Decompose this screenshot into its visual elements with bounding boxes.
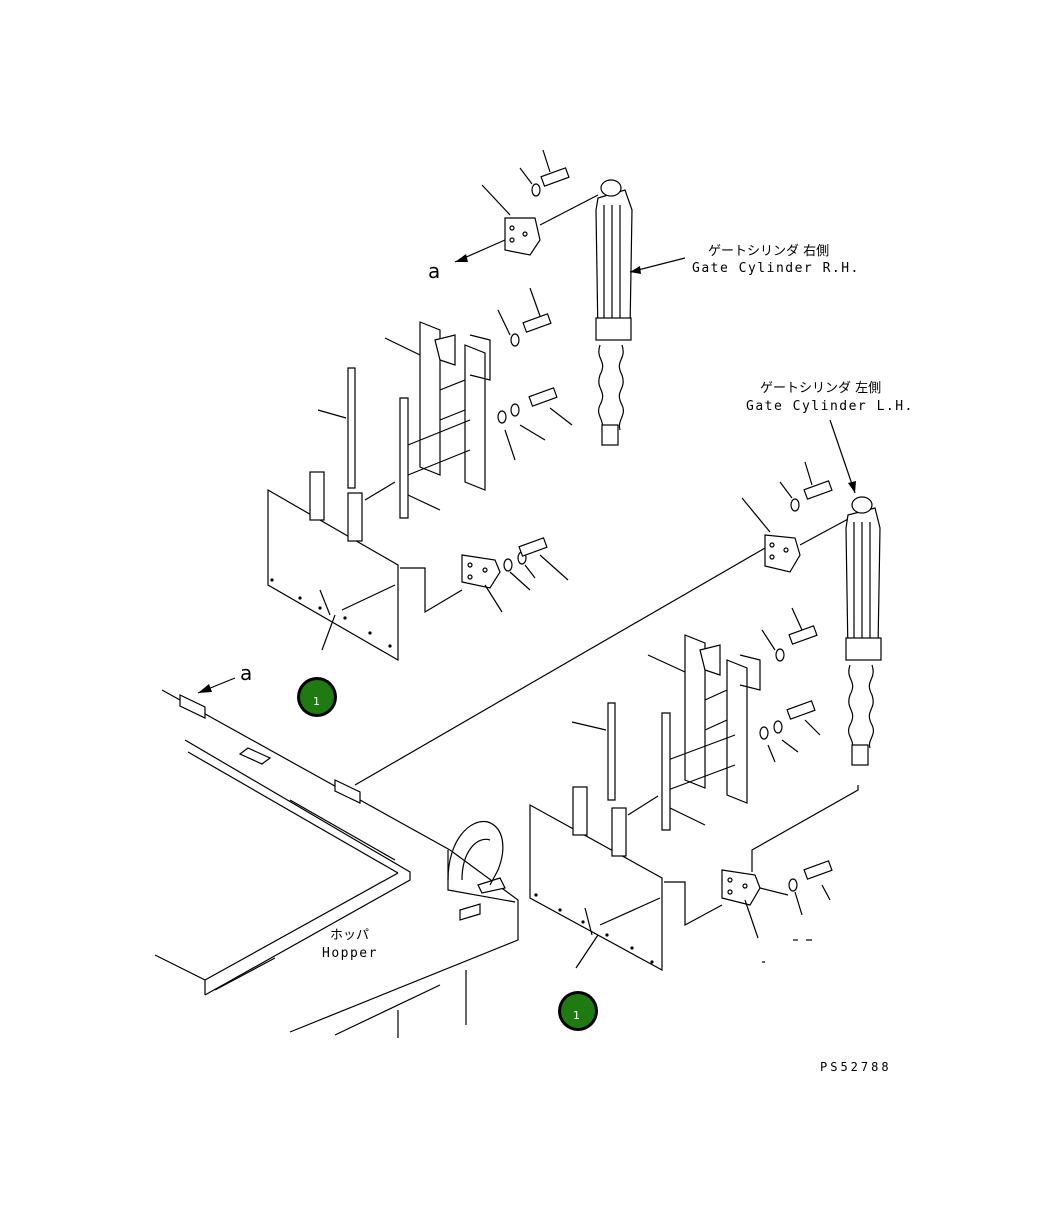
arrowhead-top (455, 254, 468, 262)
rh-link-line (400, 567, 463, 614)
rh-gate-frame (384, 321, 491, 491)
rh-bracket-top (481, 184, 541, 256)
lh-bolts-mid (759, 607, 821, 763)
rh-lower-bracket (461, 537, 569, 613)
rh-bolt-top (519, 149, 599, 226)
rh-bolts-mid (497, 287, 573, 461)
gate-cylinder-rh-en: Gate Cylinder R.H. (692, 261, 860, 276)
lh-bracket-top (741, 461, 851, 573)
lh-gate-frame (647, 634, 761, 804)
view-marker-top: a (428, 259, 440, 283)
lh-side-bars (571, 702, 706, 831)
rh-side-bars (317, 367, 441, 519)
lh-gate-plate (529, 786, 663, 972)
callout-1-upper-label: 1 (313, 695, 320, 708)
callout-1-upper: 1 (297, 677, 337, 717)
link-line-main (354, 547, 766, 786)
hopper-body (154, 689, 519, 1038)
hopper-label-jp: ホッパ (330, 928, 369, 943)
arrowhead-left (198, 684, 212, 693)
gate-cylinder-lh-jp: ゲートシリンダ 左側 (760, 381, 881, 396)
drawing-number: PS52788 (820, 1060, 892, 1074)
callout-1-lower: 1 (558, 991, 598, 1031)
lh-cylinder-link (751, 785, 859, 872)
gate-cylinder-rh-jp: ゲートシリンダ 右側 (708, 244, 829, 259)
lh-cylinder-leader (829, 419, 856, 494)
lh-gate-cylinder (845, 496, 882, 766)
rh-gate-cylinder (595, 179, 633, 446)
view-marker-left: a (240, 661, 252, 685)
lh-link-line (664, 881, 723, 927)
lh-lower-bracket (721, 860, 833, 963)
gate-cylinder-lh-en: Gate Cylinder L.H. (746, 399, 914, 414)
callout-1-lower-label: 1 (573, 1009, 580, 1022)
hopper-label-en: Hopper (322, 946, 378, 961)
rh-gate-plate (267, 471, 399, 662)
